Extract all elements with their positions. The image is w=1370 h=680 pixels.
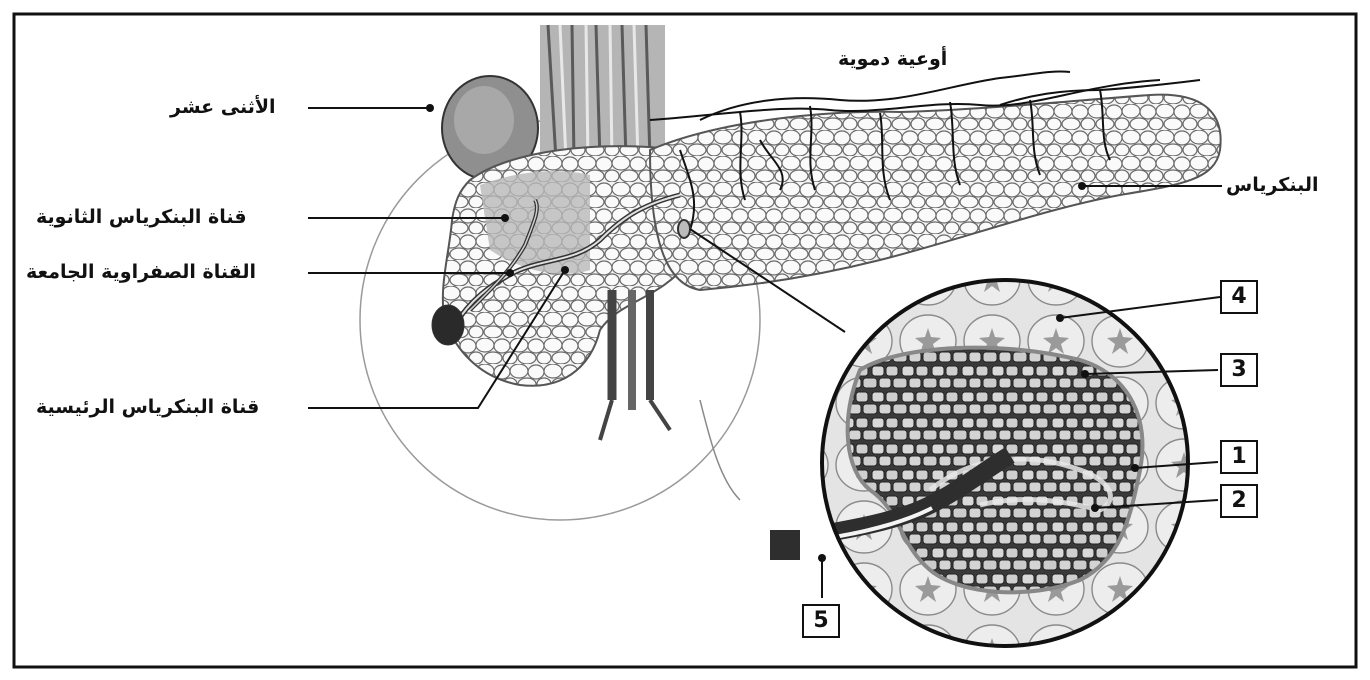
number-box-2: 2	[1220, 484, 1258, 518]
number-box-1: 1	[1220, 440, 1258, 474]
vessel-trunk	[540, 25, 665, 160]
label-main-duct: قناة البنكرياس الرئيسية	[36, 396, 259, 418]
label-common-bile-duct: القناة الصفراوية الجامعة	[26, 261, 256, 283]
label-blood-vessels: أوعية دموية	[838, 48, 947, 70]
number-box-5: 5	[802, 604, 840, 638]
number-box-3: 3	[1220, 353, 1258, 387]
label-duodenum: الأثنى عشر	[170, 96, 276, 118]
label-accessory-duct: قناة البنكرياس الثانوية	[36, 206, 247, 228]
number-box-4: 4	[1220, 280, 1258, 314]
label-pancreas: البنكرياس	[1226, 174, 1319, 196]
